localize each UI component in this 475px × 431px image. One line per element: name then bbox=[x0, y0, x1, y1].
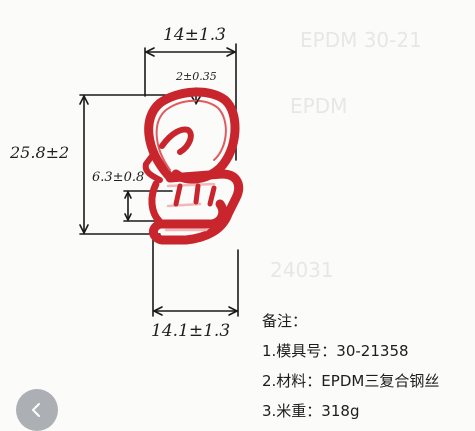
seal-profile-drawing: 14±1.3 2±0.35 25.8±2 6.3±0.8 14.1±1.3 bbox=[9, 25, 244, 341]
bottom-width-label: 14.1±1.3 bbox=[151, 321, 230, 341]
background-watermark-text: EPDM 30-21 bbox=[300, 28, 422, 52]
seal-profile-shape bbox=[142, 87, 244, 245]
seal-clamp-left-wall bbox=[148, 180, 164, 226]
total-height-label: 25.8±2 bbox=[9, 143, 69, 162]
seal-lip-left bbox=[142, 153, 163, 183]
inner-height-label: 6.3±0.8 bbox=[92, 170, 144, 185]
mold-number-note: 1.模具号：30-21358 bbox=[262, 342, 409, 360]
back-button[interactable] bbox=[16, 389, 58, 431]
seal-inner-loop bbox=[159, 126, 194, 155]
chevron-left-icon bbox=[32, 403, 40, 417]
seal-inner-fingers bbox=[173, 183, 217, 207]
top-width-label: 14±1.3 bbox=[163, 25, 226, 45]
seal-clamp-body bbox=[149, 169, 244, 245]
notes-title: 备注： bbox=[262, 312, 308, 330]
seal-bulb-inner bbox=[155, 99, 227, 171]
notes-panel: 备注： 1.模具号：30-21358 2.材料：EPDM三复合钢丝 3.米重：3… bbox=[262, 306, 472, 426]
background-watermark-text: EPDM bbox=[290, 94, 348, 118]
background-watermark-text: 24031 bbox=[270, 258, 334, 282]
wall-thickness-label: 2±0.35 bbox=[175, 70, 217, 83]
material-note: 2.材料：EPDM三复合钢丝 bbox=[262, 372, 440, 390]
weight-note: 3.米重：318g bbox=[262, 402, 360, 420]
seal-highlights bbox=[164, 182, 216, 232]
